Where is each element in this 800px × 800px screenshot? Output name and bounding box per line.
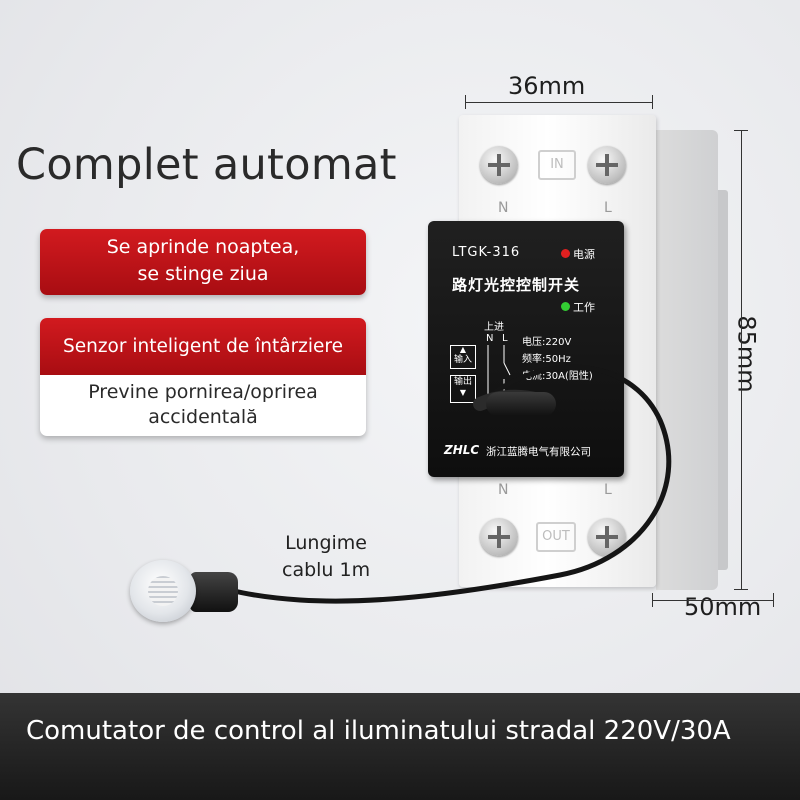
up-arrow-icon: ▲ bbox=[459, 345, 467, 354]
badge-secondary-line1: Previne pornirea/oprirea bbox=[88, 381, 318, 403]
cable-length-label: Lungime cablu 1m bbox=[282, 530, 370, 584]
frequency-spec: 频率:50Hz bbox=[522, 354, 571, 365]
badge-secondary-text: Previne pornirea/oprirea accidentală bbox=[40, 375, 366, 430]
bottom-n-terminal-label: N bbox=[498, 482, 509, 498]
current-spec: 电流:30A(阻性) bbox=[522, 371, 593, 382]
company-name: 浙江蓝腾电气有限公司 bbox=[486, 446, 591, 458]
input-terminal-label: IN bbox=[538, 150, 576, 180]
voltage-spec: 电压:220V bbox=[522, 337, 572, 348]
height-dimension-tick-bottom bbox=[734, 589, 748, 590]
output-terminal-label: OUT bbox=[536, 522, 576, 552]
power-label: 电源 bbox=[573, 248, 595, 261]
depth-dimension-label: 50mm bbox=[684, 593, 762, 621]
depth-dimension-tick-left bbox=[652, 593, 653, 607]
height-dimension-tick-top bbox=[734, 130, 748, 131]
power-led-icon bbox=[561, 249, 570, 258]
footer-title: Comutator de control al iluminatului str… bbox=[26, 716, 731, 746]
input-indicator-label: 输入 bbox=[453, 355, 472, 365]
width-dimension-tick-right bbox=[652, 95, 653, 109]
sensor-housing bbox=[190, 572, 238, 612]
output-indicator-label: 输出 bbox=[453, 377, 472, 387]
model-label: LTGK-316 bbox=[452, 245, 521, 260]
top-l-terminal-label: L bbox=[604, 200, 612, 216]
work-label: 工作 bbox=[573, 301, 595, 314]
screw-icon bbox=[588, 146, 626, 184]
badge-secondary-line2: accidentală bbox=[148, 406, 258, 428]
screw-icon bbox=[480, 146, 518, 184]
cable-length-line2: cablu 1m bbox=[282, 559, 371, 581]
badge-secondary: Senzor inteligent de întârziere Previne … bbox=[40, 318, 366, 436]
device-side-rail bbox=[718, 190, 728, 570]
sensor-cable-clamp bbox=[486, 392, 556, 416]
panel-n-label: N bbox=[486, 333, 494, 344]
device-side bbox=[656, 130, 718, 590]
headline: Complet automat bbox=[16, 140, 397, 190]
brand-logo: ZHLC bbox=[444, 443, 480, 457]
badge-secondary-title: Senzor inteligent de întârziere bbox=[40, 318, 366, 375]
top-n-terminal-label: N bbox=[498, 200, 509, 216]
panel-l-label: L bbox=[502, 333, 508, 344]
depth-dimension-tick-right bbox=[773, 593, 774, 607]
width-dimension-line bbox=[465, 102, 653, 103]
device-name: 路灯光控控制开关 bbox=[452, 276, 581, 294]
device-front-panel: LTGK-316 电源 路灯光控控制开关 工作 上进 N L ▲ 输入 输出 ▼… bbox=[428, 221, 624, 477]
down-arrow-icon: ▼ bbox=[459, 388, 467, 397]
width-dimension-tick-left bbox=[465, 95, 466, 109]
depth-dimension-line bbox=[652, 600, 774, 601]
cable-length-line1: Lungime bbox=[285, 532, 367, 554]
up-label: 上进 bbox=[484, 322, 504, 333]
light-sensor-icon bbox=[130, 560, 196, 622]
badge-primary: Se aprinde noaptea, se stinge ziua bbox=[40, 229, 366, 295]
work-led-icon bbox=[561, 302, 570, 311]
bottom-l-terminal-label: L bbox=[604, 482, 612, 498]
badge-primary-line2: se stinge ziua bbox=[137, 263, 269, 285]
screw-icon bbox=[480, 518, 518, 556]
height-dimension-line bbox=[741, 130, 742, 590]
footer-banner: Comutator de control al iluminatului str… bbox=[0, 693, 800, 800]
input-indicator: ▲ 输入 bbox=[450, 345, 476, 369]
sensor-lens-icon bbox=[148, 576, 178, 606]
badge-primary-line1: Se aprinde noaptea, bbox=[106, 236, 300, 258]
output-indicator: 输出 ▼ bbox=[450, 375, 476, 403]
width-dimension-label: 36mm bbox=[508, 72, 586, 100]
